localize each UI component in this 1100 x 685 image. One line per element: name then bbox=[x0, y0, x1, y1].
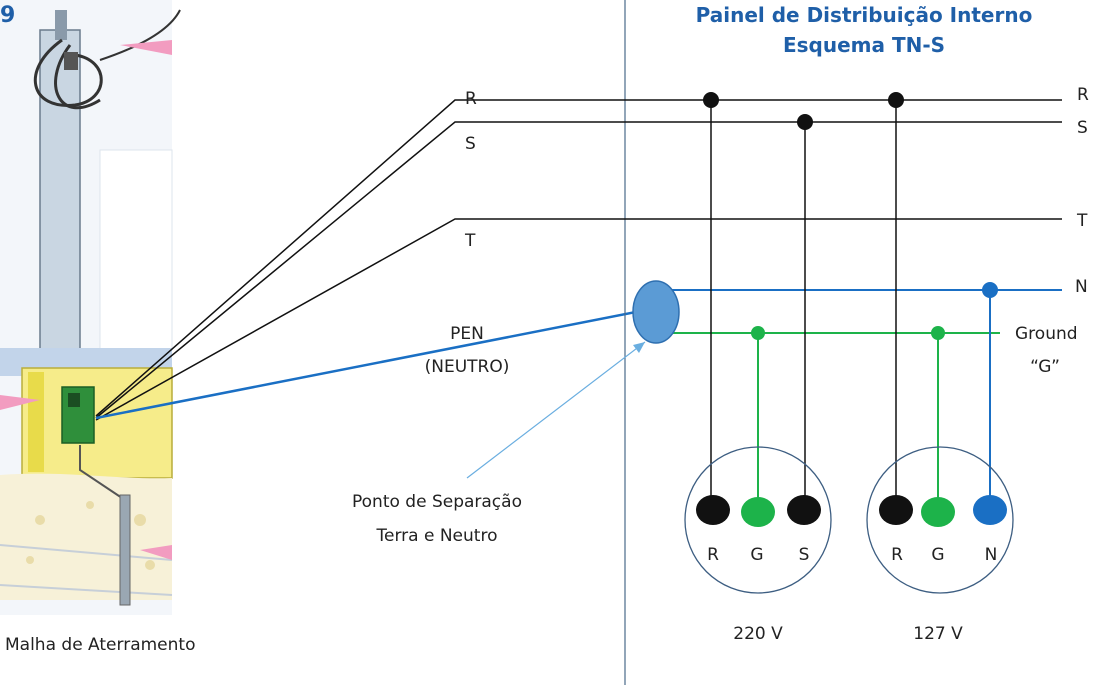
outlet-220v bbox=[684, 446, 832, 594]
label-r-right: R bbox=[1077, 85, 1089, 105]
label-separation-1: Ponto de Separação bbox=[352, 492, 522, 512]
outlet-220-label-s: S bbox=[799, 545, 810, 565]
label-s-left: S bbox=[465, 134, 476, 154]
label-pen: PEN bbox=[450, 324, 484, 344]
separation-arrow bbox=[466, 341, 646, 479]
title-line-2: Esquema TN-S bbox=[783, 33, 945, 57]
outlet-220-label-g: G bbox=[750, 545, 763, 565]
junction-r-127 bbox=[888, 92, 904, 108]
label-ground-g: “G” bbox=[1030, 357, 1060, 377]
outlet-127-label-n: N bbox=[985, 545, 998, 565]
outlet-127-label-g: G bbox=[931, 545, 944, 565]
separation-arrowhead bbox=[633, 342, 645, 353]
outlet-127-pin-n bbox=[973, 495, 1007, 525]
label-ground: Ground bbox=[1015, 324, 1078, 344]
outlet-127-pin-g bbox=[921, 497, 955, 527]
feeder-t bbox=[95, 218, 470, 421]
label-t-left: T bbox=[464, 231, 476, 251]
outlet-220-pin-r bbox=[696, 495, 730, 525]
pole-illustration bbox=[0, 0, 181, 615]
junction-g-220 bbox=[751, 326, 765, 340]
junction-s-220 bbox=[797, 114, 813, 130]
junction-dots bbox=[703, 92, 998, 340]
label-grounding-grid: Malha de Aterramento bbox=[5, 635, 195, 655]
label-neutro: (NEUTRO) bbox=[425, 357, 510, 377]
feeder-s bbox=[95, 121, 470, 419]
pen-feeder-wire bbox=[95, 310, 637, 420]
page-number: 9 bbox=[0, 3, 15, 28]
junction-r-220 bbox=[703, 92, 719, 108]
busbars bbox=[470, 99, 1062, 334]
junction-g-127 bbox=[931, 326, 945, 340]
feeder-r bbox=[95, 99, 470, 417]
outlet-127-label-r: R bbox=[891, 545, 903, 565]
label-separation-2: Terra e Neutro bbox=[376, 526, 498, 546]
label-n-right: N bbox=[1075, 277, 1088, 297]
feeder-wires bbox=[95, 99, 470, 421]
junction-n-127 bbox=[982, 282, 998, 298]
outlet-127-voltage: 127 V bbox=[913, 624, 963, 644]
label-s-right: S bbox=[1077, 118, 1088, 138]
outlet-220-voltage: 220 V bbox=[733, 624, 783, 644]
separation-point bbox=[632, 280, 680, 344]
label-t-right: T bbox=[1076, 211, 1088, 231]
drop-wires bbox=[710, 100, 991, 505]
label-r-left: R bbox=[465, 89, 477, 109]
outlet-127-pin-r bbox=[879, 495, 913, 525]
title-line-1: Painel de Distribuição Interno bbox=[696, 3, 1033, 27]
outlet-127v bbox=[866, 446, 1014, 594]
outlet-220-label-r: R bbox=[707, 545, 719, 565]
outlet-220-pin-s bbox=[787, 495, 821, 525]
outlet-220-pin-g bbox=[741, 497, 775, 527]
